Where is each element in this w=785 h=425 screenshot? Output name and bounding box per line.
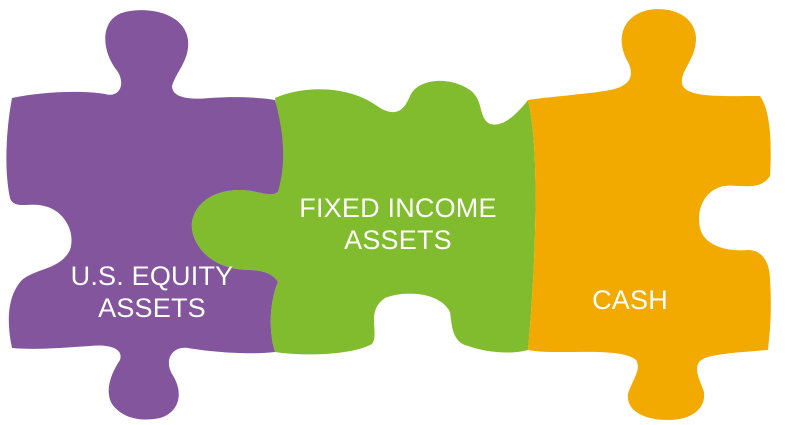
us-equity-label: U.S. EQUITY ASSETS [42,260,262,324]
puzzle-piece-cash [528,9,771,421]
fixed-income-label: FIXED INCOME ASSETS [278,192,518,256]
puzzle-piece-us-equity [6,10,284,420]
fixed-income-label-line-2: ASSETS [344,225,452,255]
cash-label-line-1: CASH [592,285,668,315]
us-equity-label-line-2: ASSETS [98,293,206,323]
puzzle-piece-fixed-income [191,80,536,355]
us-equity-label-line-1: U.S. EQUITY [70,261,234,291]
cash-label: CASH [560,284,700,316]
fixed-income-label-line-1: FIXED INCOME [299,193,497,223]
